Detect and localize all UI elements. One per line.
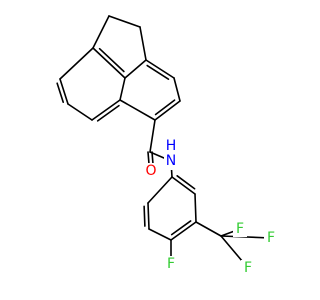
bond-ring-c9-c6	[154, 100, 181, 121]
atom-oxygen: O	[144, 163, 158, 179]
bond-layer	[56, 15, 272, 269]
double-bond-c10-c7	[96, 104, 120, 122]
bond-aryl-r4-r6	[148, 228, 172, 241]
atom-label-fluorine-cf3-top: F	[236, 221, 244, 237]
atom-fluorine-cf3-bottom: F	[241, 260, 255, 276]
bond-ring-c3-c2	[124, 59, 147, 79]
bond-ring-c5-c8	[59, 78, 69, 105]
bond-aryl-r3-r5	[194, 193, 197, 223]
bond-aryl-r5-r6	[170, 221, 197, 241]
atom-fluorine-aryl: F	[164, 256, 178, 272]
bond-ring-c1-c5	[59, 47, 94, 80]
atom-nitrogen: H N	[164, 138, 178, 170]
atom-fluorine-cf3-top: F	[233, 221, 247, 237]
atom-label-fluorine-cf3-right: F	[267, 230, 275, 246]
atom-label-oxygen: O	[145, 163, 156, 179]
double-bond-aryl-r5-r6	[170, 220, 192, 236]
double-bond-c6-c9	[154, 99, 176, 116]
atom-label-nitrogen-hydrogen: H	[166, 138, 177, 154]
bond-ring-to-carbonyl	[149, 119, 156, 153]
bond-aryl-r1-r2	[147, 176, 173, 204]
bond-ring-c10-c7	[91, 99, 121, 121]
bond-aryl-r1-r3	[171, 176, 196, 195]
bond-ring-c2-c4	[145, 59, 175, 79]
bond-ch2-ring-right	[139, 26, 147, 61]
bond-ring-c1-c3	[92, 47, 126, 79]
carbonyl-bond-line-1	[147, 151, 150, 165]
double-bond-c2-c4	[146, 64, 170, 81]
bond-ring-c4-c6	[173, 77, 181, 102]
bond-aryl-r2-r4	[147, 202, 150, 230]
bond-ring-c7-c9	[119, 99, 156, 121]
atom-label-fluorine-cf3-bottom: F	[244, 260, 252, 276]
atom-label-nitrogen: N	[166, 153, 176, 169]
carbonyl-bond-line-2	[151, 151, 154, 165]
bond-aryl-to-cf3	[195, 221, 222, 237]
double-bond-c5-c8	[56, 82, 65, 104]
bond-ring-c3-c7	[119, 77, 126, 101]
bond-ring-c8-c10	[67, 103, 93, 121]
double-bond-aryl-r2-r4	[143, 205, 146, 227]
bond-ch2-ch2	[108, 15, 141, 28]
atom-label-fluorine-aryl: F	[167, 256, 175, 272]
structure-canvas: O H N F F F F	[56, 15, 278, 276]
bond-ch2-ring-left	[92, 15, 110, 49]
double-bond-aryl-r1-r3	[176, 175, 196, 190]
atom-fluorine-cf3-right: F	[264, 230, 278, 246]
double-bond-c1-c3	[98, 47, 125, 73]
